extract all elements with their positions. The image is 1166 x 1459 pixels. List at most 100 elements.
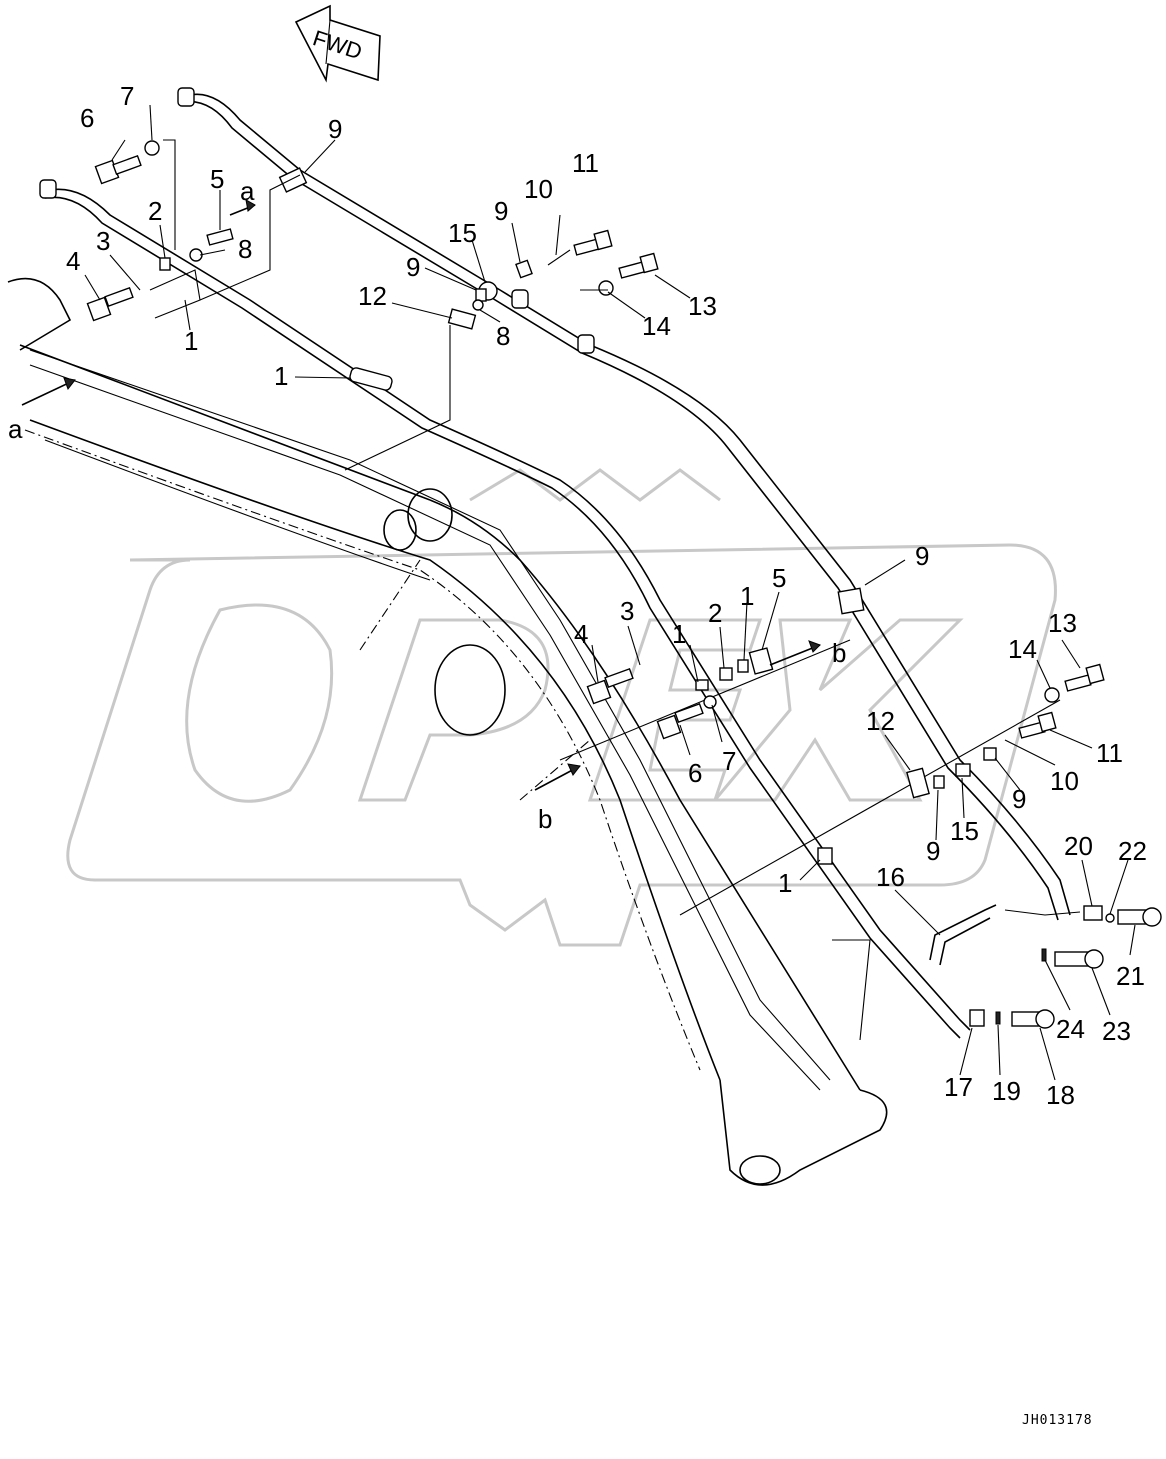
callout-9-lower-b: 9 xyxy=(1012,784,1026,814)
bolt-6-top xyxy=(94,154,142,185)
clamp-9-right xyxy=(837,587,865,615)
callout-8-top: 8 xyxy=(238,234,252,264)
callout-6-top: 6 xyxy=(80,103,94,133)
detail-b-right: b xyxy=(832,638,846,668)
clamp-1-lower xyxy=(695,679,709,691)
pin-19 xyxy=(995,1011,1001,1025)
callout-1-top: 1 xyxy=(184,326,198,356)
callout-9-mid2: 9 xyxy=(406,252,420,282)
callout-1-lower-a: 1 xyxy=(740,581,754,611)
callout-15-top: 15 xyxy=(448,218,477,248)
leader-lines xyxy=(84,104,1136,1081)
callout-23: 23 xyxy=(1102,1016,1131,1046)
bolt-4-lower xyxy=(586,667,634,705)
callout-11-top: 11 xyxy=(572,148,599,178)
callout-11-lower: 11 xyxy=(1096,738,1123,768)
clamp-9-mid xyxy=(515,259,533,279)
clamp-9-mid2 xyxy=(475,288,487,302)
clip-2-top xyxy=(159,257,171,271)
bolt-11-top xyxy=(573,229,613,256)
callout-1-mid: 1 xyxy=(274,361,288,391)
forward-direction-indicator: FWD xyxy=(294,4,381,83)
parts xyxy=(39,87,1162,1029)
clamp-17 xyxy=(969,1009,985,1027)
callout-1-bottom: 1 xyxy=(778,868,792,898)
o-ring-8-mid xyxy=(472,299,484,311)
callout-12-lower: 12 xyxy=(866,706,895,736)
bolt-11-lower xyxy=(1018,711,1057,739)
washer-14-top xyxy=(598,280,614,296)
detail-arrows xyxy=(21,199,821,791)
hydraulic-tubes xyxy=(29,93,1071,1091)
pin-24 xyxy=(1041,948,1047,962)
washer-14-lower xyxy=(1044,687,1060,703)
detail-b-left: b xyxy=(538,804,552,834)
callout-13-lower: 13 xyxy=(1048,608,1077,638)
bolt-21 xyxy=(1117,907,1162,927)
bolt-4-top xyxy=(86,286,134,322)
callout-4-lower: 4 xyxy=(574,619,588,649)
callout-15-lower: 15 xyxy=(950,816,979,846)
flange-mid xyxy=(511,289,529,309)
callout-14-lower: 14 xyxy=(1008,634,1037,664)
callout-2-lower: 2 xyxy=(708,598,722,628)
callout-10-top: 10 xyxy=(524,174,553,204)
callout-9-top: 9 xyxy=(328,114,342,144)
spacer-12-top xyxy=(447,308,477,330)
bracket-1-top xyxy=(149,269,201,319)
clip-1-lower xyxy=(737,659,749,673)
callout-16: 16 xyxy=(876,862,905,892)
boom-structure xyxy=(7,277,888,1186)
callout-9-mid: 9 xyxy=(494,196,508,226)
callout-6-lower: 6 xyxy=(688,758,702,788)
washer-7-lower xyxy=(703,695,717,709)
block-5-top xyxy=(206,228,234,246)
bolt-18 xyxy=(1011,1009,1055,1029)
callout-14-top: 14 xyxy=(642,311,671,341)
callout-4-top: 4 xyxy=(66,246,80,276)
hose-1-mid xyxy=(349,367,393,391)
callout-17: 17 xyxy=(944,1072,973,1102)
callout-9-lower-a: 9 xyxy=(926,836,940,866)
callout-18: 18 xyxy=(1046,1080,1075,1110)
clamp-9-lower-a xyxy=(933,775,945,789)
callout-7-lower: 7 xyxy=(722,746,736,776)
washer-22 xyxy=(1105,913,1115,923)
clamp-9-top xyxy=(278,167,308,193)
flange-mid-b xyxy=(577,334,595,354)
callout-21: 21 xyxy=(1116,961,1145,991)
callout-3-lower: 3 xyxy=(620,596,634,626)
callout-5-lower: 5 xyxy=(772,563,786,593)
callout-20: 20 xyxy=(1064,831,1093,861)
callout-12-top: 12 xyxy=(358,281,387,311)
callout-labels: 6 7 9 5 a 2 8 3 4 1 11 10 9 15 9 12 8 13… xyxy=(8,81,1147,1428)
clamp-20 xyxy=(1083,905,1103,921)
bolt-13-top xyxy=(618,252,659,279)
flange-top-left xyxy=(177,87,195,107)
flange-left xyxy=(39,179,57,199)
callout-24: 24 xyxy=(1056,1014,1085,1044)
flange-15-lower xyxy=(955,763,971,777)
watermark-logo xyxy=(66,468,1057,947)
callout-13-top: 13 xyxy=(688,291,717,321)
callout-10-lower: 10 xyxy=(1050,766,1079,796)
hose-1-bottom xyxy=(817,847,833,865)
callout-22: 22 xyxy=(1118,836,1147,866)
clip-2-lower xyxy=(719,667,733,681)
detail-a-left: a xyxy=(8,414,23,444)
bolt-6-lower xyxy=(656,702,704,740)
drawing-number: JH013178 xyxy=(1022,1413,1093,1428)
fwd-label: FWD xyxy=(310,25,365,64)
callout-3-top: 3 xyxy=(96,226,110,256)
washer-7-top xyxy=(144,140,160,156)
callout-19: 19 xyxy=(992,1076,1021,1106)
bolt-13-lower xyxy=(1064,663,1105,692)
tube-16 xyxy=(929,904,997,961)
clamp-9-lower-b xyxy=(983,747,997,761)
bolt-23 xyxy=(1054,949,1104,969)
callout-7-top: 7 xyxy=(120,81,134,111)
block-5-lower xyxy=(748,647,774,675)
callout-2-top: 2 xyxy=(148,196,162,226)
detail-a-top: a xyxy=(240,176,255,206)
